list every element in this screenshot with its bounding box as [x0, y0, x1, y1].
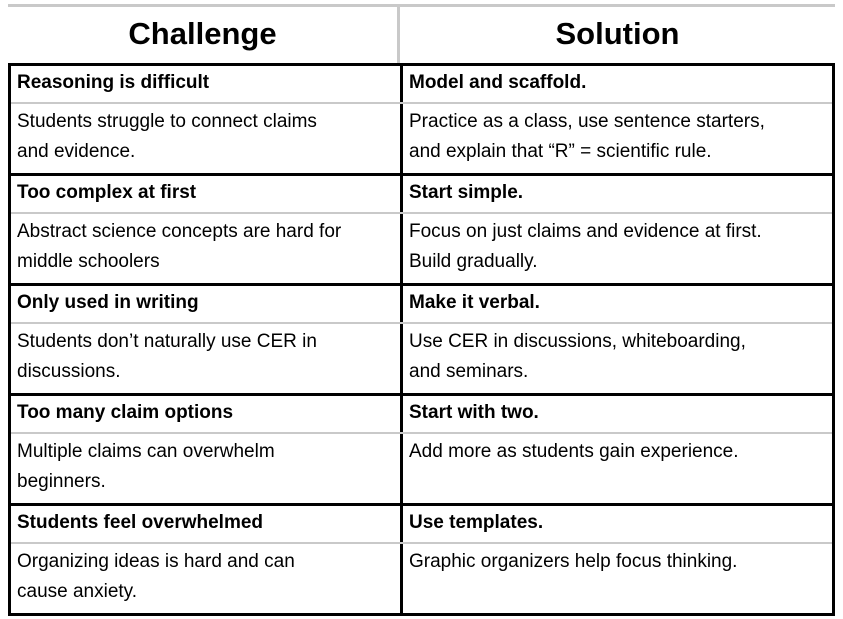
- table-row: Abstract science concepts are hard for m…: [11, 214, 832, 286]
- table-row: Organizing ideas is hard and can cause a…: [11, 544, 832, 613]
- challenge-cell: Multiple claims can overwhelm beginners.: [17, 441, 275, 492]
- table-row: Multiple claims can overwhelm beginners.…: [11, 434, 832, 506]
- challenge-cell: Too many claim options: [17, 402, 234, 423]
- challenge-cell: Students feel overwhelmed: [17, 512, 264, 533]
- solution-cell: Add more as students gain experience.: [400, 434, 832, 503]
- solution-cell: Use CER in discussions, whiteboarding, a…: [400, 324, 832, 393]
- challenge-cell: Students don’t naturally use CER in disc…: [17, 331, 317, 382]
- challenge-solution-table: Challenge Solution Reasoning is difficul…: [8, 4, 835, 619]
- table-row-bold: Too many claim options Start with two.: [11, 396, 832, 434]
- table-row-bold: Reasoning is difficult Model and scaffol…: [11, 66, 832, 104]
- table-row-bold: Students feel overwhelmed Use templates.: [11, 506, 832, 544]
- table-row-bold: Too complex at first Start simple.: [11, 176, 832, 214]
- table-body: Reasoning is difficult Model and scaffol…: [8, 63, 835, 616]
- solution-cell: Practice as a class, use sentence starte…: [400, 104, 832, 173]
- solution-cell: Start with two.: [400, 396, 832, 432]
- solution-cell: Model and scaffold.: [400, 66, 832, 102]
- table-row: Students don’t naturally use CER in disc…: [11, 324, 832, 396]
- challenge-cell: Abstract science concepts are hard for m…: [17, 221, 342, 272]
- solution-column-header: Solution: [555, 16, 680, 51]
- challenge-cell: Students struggle to connect claims and …: [17, 111, 317, 162]
- solution-cell: Focus on just claims and evidence at fir…: [400, 214, 832, 283]
- solution-cell: Graphic organizers help focus thinking.: [400, 544, 832, 613]
- table-row-bold: Only used in writing Make it verbal.: [11, 286, 832, 324]
- table-header-row: Challenge Solution: [8, 4, 835, 63]
- solution-cell: Start simple.: [400, 176, 832, 212]
- challenge-cell: Only used in writing: [17, 292, 199, 313]
- challenge-cell: Organizing ideas is hard and can cause a…: [17, 551, 295, 602]
- solution-cell: Make it verbal.: [400, 286, 832, 322]
- table-row: Students struggle to connect claims and …: [11, 104, 832, 176]
- solution-cell: Use templates.: [400, 506, 832, 542]
- challenge-column-header: Challenge: [8, 7, 400, 63]
- challenge-cell: Reasoning is difficult: [17, 72, 210, 93]
- challenge-cell: Too complex at first: [17, 182, 197, 203]
